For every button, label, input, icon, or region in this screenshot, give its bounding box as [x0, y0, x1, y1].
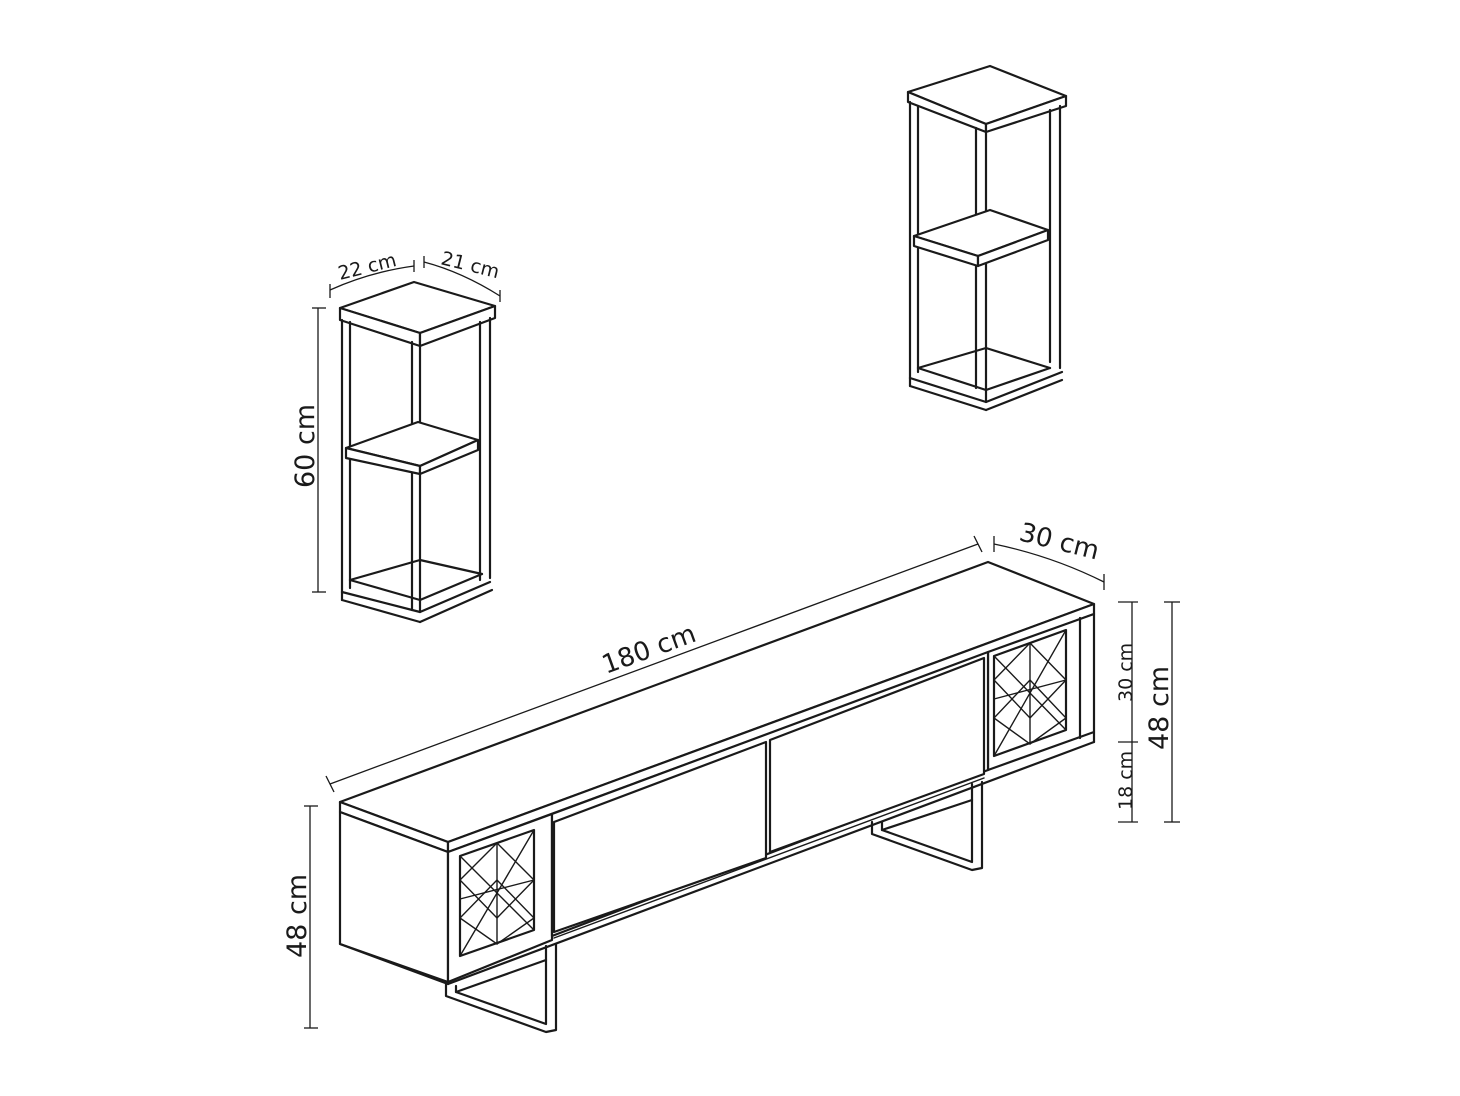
- dim-label-60cm: 60 cm: [290, 404, 321, 488]
- small-shelf-dimensions: [312, 256, 501, 593]
- tv-unit-dimensions: [304, 535, 1180, 1029]
- door-pattern-right: [992, 629, 1068, 757]
- tv-unit: [338, 560, 1096, 1034]
- dim-label-48cm-left: 48 cm: [282, 874, 313, 958]
- dim-label-21cm: 21 cm: [439, 248, 502, 284]
- dim-label-18cm-leg: 18 cm: [1115, 751, 1137, 810]
- dim-label-180cm: 180 cm: [598, 619, 700, 681]
- dim-label-30cm-body: 30 cm: [1115, 643, 1137, 702]
- dim-label-48cm-right: 48 cm: [1144, 666, 1175, 750]
- dim-label-22cm: 22 cm: [336, 249, 399, 285]
- small-shelf-left: [338, 280, 497, 624]
- dim-label-30cm-depth: 30 cm: [1016, 518, 1102, 567]
- door-pattern-left: [458, 829, 536, 957]
- small-shelf-right: [906, 64, 1068, 412]
